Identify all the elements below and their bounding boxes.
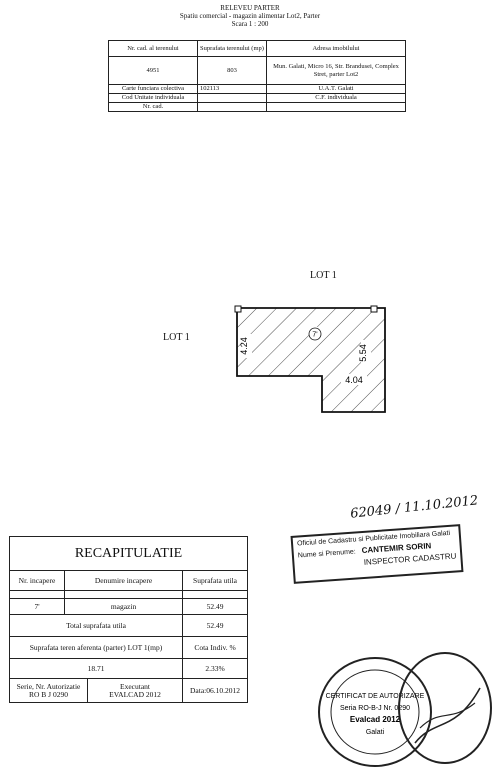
recap-room-nr: 7' (9, 598, 65, 615)
recap-executant-label: Executant (120, 681, 151, 691)
room-number-circle (308, 327, 322, 341)
recap-serie-value: RO B J 0290 (29, 689, 68, 699)
header-suprafata: Suprafata terenului (mp) (197, 40, 267, 57)
signature-stroke (414, 687, 481, 744)
cf-individuala: C.F. individuala (266, 93, 406, 103)
cod-label: Cod Unitate individuala (108, 93, 198, 103)
recap-serie-label: Serie, Nr. Autorizatie (16, 681, 81, 691)
recap-title: RECAPITULATIE (9, 536, 248, 571)
recap-room-name: magazin (63, 598, 184, 615)
nr-cad-label: Nr. cad. (108, 102, 198, 112)
seal-company: Evalcad 2012 (350, 715, 401, 724)
info-table: Nr. cad. al terenului Suprafata terenulu… (108, 40, 406, 112)
recap-teren-label: Suprafata teren aferenta (parter) LOT 1(… (8, 636, 184, 659)
page-subtitle: Spatiu comercial - magazin alimentar Lot… (179, 12, 321, 20)
header-nr-cad: Nr. cad. al terenului (108, 40, 198, 57)
round-seal: CERTIFICAT DE AUTORIZARE Seria RO-B-J Nr… (318, 657, 432, 767)
lot-label-left: LOT 1 (163, 332, 190, 343)
signature-stroke (419, 702, 476, 729)
recap-col-nr: Nr. incapere (9, 570, 65, 591)
dim-right: 5.54 (358, 344, 368, 362)
seal-city: Galati (366, 729, 385, 736)
room-outline (236, 307, 386, 413)
recap-col-denumire: Denumire incapere (63, 570, 184, 591)
seal-text: CERTIFICAT DE AUTORIZARE (326, 693, 425, 700)
column-marker (370, 305, 378, 313)
recap-total-value: 52.49 (182, 614, 248, 637)
header-adresa: Adresa imobilului (266, 40, 406, 57)
recap-serie: Serie, Nr. Autorizatie RO B J 0290 (9, 678, 88, 703)
dim-left: 4.24 (239, 337, 249, 355)
floor-plan: 7' 4.24 5.54 4.04 (234, 305, 386, 413)
office-stamp: Oficiul de Cadastru si Publicitate Imobi… (290, 524, 464, 584)
dim-left-bg (242, 334, 252, 358)
adresa-value: Mun. Galati, Micro 16, Str. Brandusei, C… (266, 56, 406, 85)
dim-bottom: 4.04 (345, 375, 363, 385)
recap-teren-value: 18.71 (8, 658, 184, 679)
dim-bottom-bg (341, 374, 367, 385)
seal-series: Seria RO-B-J Nr. 0290 (340, 705, 410, 712)
nr-cad-value: 4951 (108, 56, 198, 85)
carte-label: Carte funciara colectiva (108, 84, 198, 94)
recap-cota-value: 2.33% (182, 658, 248, 679)
recap-room-area: 52.49 (182, 598, 248, 615)
certificate-seal (398, 652, 492, 764)
recap-cota-label: Cota Indiv. % (182, 636, 248, 659)
column-marker (234, 305, 242, 313)
suprafata-value: 803 (197, 56, 267, 85)
scale-label: Scara 1 : 200 (231, 20, 269, 28)
recap-table: RECAPITULATIE Nr. incapere Denumire inca… (8, 536, 248, 703)
dim-right-bg (361, 340, 371, 366)
uat-value: U.A.T. Galati (266, 84, 406, 94)
room-number: 7' (312, 332, 317, 339)
signature-number: 62049 / 11.10.2012 (349, 493, 479, 522)
lot-label-top: LOT 1 (310, 270, 337, 281)
office-line2: Nume si Prenume: (297, 548, 357, 560)
recap-col-suprafata: Suprafata utila (182, 570, 248, 591)
carte-value: 102113 (197, 84, 267, 94)
recap-data: Data:06.10.2012 (182, 678, 248, 703)
page-title: RELEVEU PARTER (220, 4, 280, 12)
recap-executant: Executant EVALCAD 2012 (86, 678, 184, 703)
recap-total-label: Total suprafata utila (8, 614, 184, 637)
recap-executant-value: EVALCAD 2012 (109, 689, 161, 699)
